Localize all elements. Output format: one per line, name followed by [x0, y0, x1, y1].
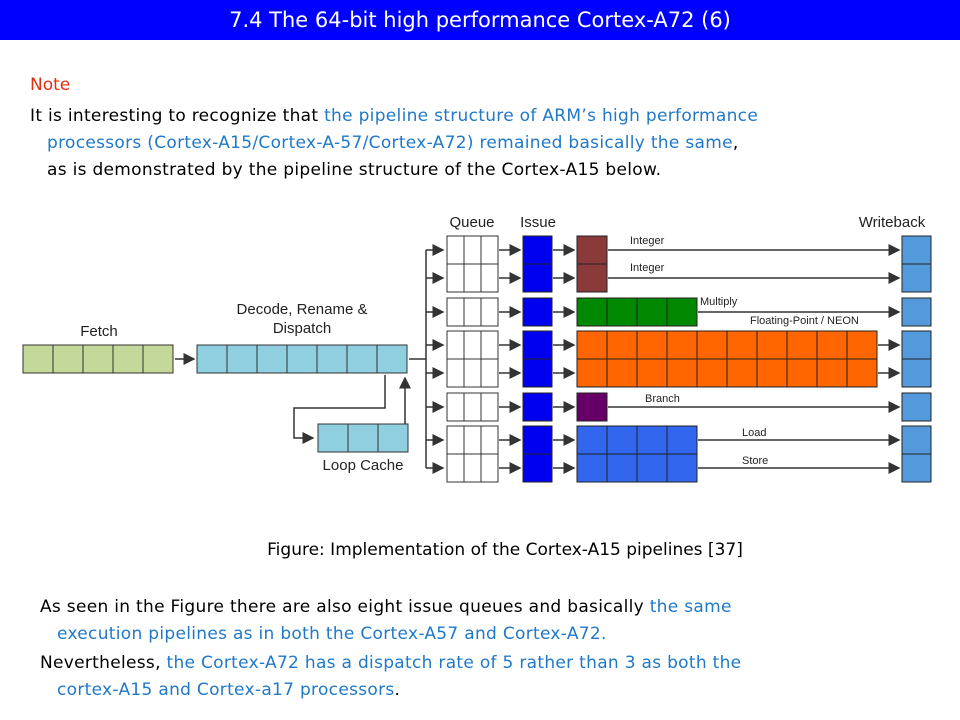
intro-comma: , [732, 133, 739, 153]
note-label: Note [30, 75, 71, 95]
integer-label-2: Integer [630, 262, 665, 274]
loop-cache-label: Loop Cache [323, 457, 404, 474]
writeback-header: Writeback [859, 214, 926, 231]
intro-text-highlight-a: the pipeline structure of ARM’s high per… [324, 106, 759, 126]
dispatch-rate-paragraph: Nevertheless, the Cortex-A72 has a dispa… [40, 650, 940, 704]
para3-highlight-a: the Cortex-A72 has a dispatch rate of 5 … [166, 653, 742, 673]
para3-highlight-b: cortex-A15 and Cortex-a17 processors [57, 680, 395, 700]
load-label: Load [742, 427, 766, 439]
intro-text-a: It is interesting to recognize that [30, 106, 325, 126]
para2-highlight-b: execution pipelines as in both the Corte… [57, 624, 607, 644]
integer-pipe-1 [576, 235, 608, 265]
issue-to-exec-arrows [553, 244, 576, 474]
fetch-label: Fetch [80, 323, 118, 340]
integer-pipe-2 [576, 263, 608, 293]
decode-label-2: Dispatch [273, 320, 331, 337]
load-store-pipe [576, 425, 698, 483]
issue-queues [446, 235, 499, 483]
branch-pipe [576, 392, 608, 422]
multiply-pipe [576, 297, 698, 327]
slide-title: 7.4 The 64-bit high performance Cortex-A… [0, 0, 960, 40]
figure-caption: Figure: Implementation of the Cortex-A15… [267, 540, 743, 560]
para3-period: . [394, 680, 401, 700]
intro-text-c: as is demonstrated by the pipeline struc… [47, 160, 662, 180]
issue-queues-paragraph: As seen in the Figure there are also eig… [40, 594, 940, 648]
fp-neon-pipe [576, 330, 878, 388]
branch-label: Branch [645, 393, 680, 405]
intro-paragraph: It is interesting to recognize that the … [30, 103, 940, 184]
para2-text-a: As seen in the Figure there are also eig… [40, 597, 650, 617]
dispatch-arrows [409, 244, 445, 474]
loop-cache-buffer [317, 423, 409, 453]
queue-to-issue-arrows [499, 244, 522, 474]
queue-header: Queue [449, 214, 494, 231]
decode-to-loopcache-arrow [293, 375, 386, 444]
para2-highlight-a: the same [649, 597, 732, 617]
issue-header: Issue [520, 214, 556, 231]
writeback-stage [901, 235, 932, 483]
para3-text-a: Nevertheless, [40, 653, 167, 673]
intro-text-highlight-b: processors (Cortex-A15/Cortex-A-57/Corte… [47, 133, 733, 153]
fp-label: Floating-Point / NEON [750, 315, 859, 327]
store-label: Store [742, 455, 768, 467]
decode-buffer [196, 344, 408, 374]
multiply-label: Multiply [700, 296, 738, 308]
fetch-buffer [22, 344, 174, 374]
issue-stage [522, 235, 553, 483]
decode-label-1: Decode, Rename & [237, 301, 368, 318]
integer-label-1: Integer [630, 235, 665, 247]
